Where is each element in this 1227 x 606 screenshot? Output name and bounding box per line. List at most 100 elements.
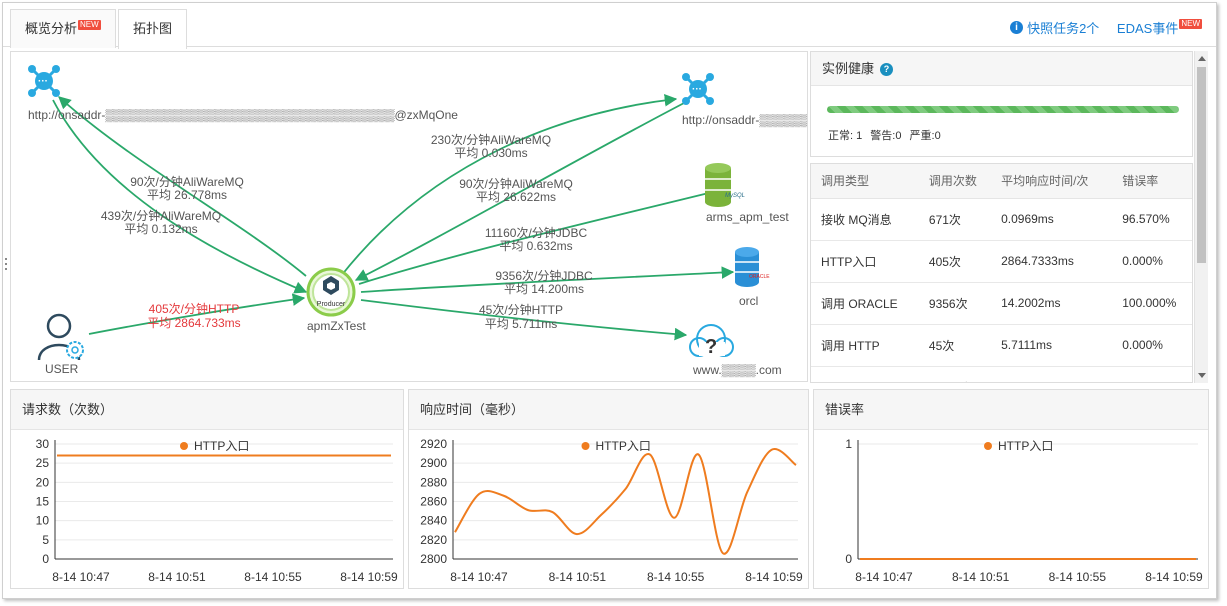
- mysql-label: arms_apm_test: [706, 210, 789, 224]
- snapshot-tasks-link[interactable]: 快照任务2个: [1027, 21, 1100, 36]
- mq-left-node[interactable]: ···: [28, 65, 60, 97]
- table-row[interactable]: 调用 HTTP 45次 5.7111ms 0.000%: [811, 324, 1192, 367]
- scroll-up-arrow-icon[interactable]: [1198, 56, 1206, 61]
- response-time-chart-title: 响应时间（毫秒）: [409, 390, 808, 430]
- edge-label-rate: 230次/分钟AliWareMQ: [431, 132, 551, 147]
- legend-label: HTTP入口: [998, 439, 1053, 453]
- edge-jdbc-oracle: [360, 266, 735, 293]
- health-warning-count: 警告:0: [870, 130, 902, 142]
- scroll-down-arrow-icon[interactable]: [1198, 373, 1206, 378]
- cell-count: 9356次: [918, 282, 992, 325]
- edge-label-rate: 11160次/分钟JDBC: [485, 225, 588, 240]
- mysql-db-node[interactable]: MySQL: [705, 163, 745, 207]
- edge-label-rate: 90次/分钟AliWareMQ: [130, 174, 244, 189]
- oracle-label: orcl: [739, 294, 758, 308]
- tab-topology-label: 拓扑图: [133, 21, 173, 36]
- table-row[interactable]: 接收 MQ消息 671次 0.0969ms 96.570%: [811, 198, 1192, 241]
- table-row[interactable]: 调用 MYSQL 11160次 0.6324ms 91.040%: [811, 366, 1192, 382]
- svg-text:MySQL: MySQL: [725, 193, 745, 199]
- cell-count: 45次: [918, 324, 992, 367]
- x-tick-label: 8-14 10:47: [855, 570, 913, 584]
- edge-label-avg: 平均 26.622ms: [476, 190, 556, 204]
- edge-label-rate: 405次/分钟HTTP: [149, 301, 240, 316]
- x-tick-label: 8-14 10:59: [340, 570, 398, 584]
- scroll-thumb[interactable]: [1197, 67, 1206, 263]
- app-center-node[interactable]: Producer: [306, 267, 356, 317]
- legend-label: HTTP入口: [596, 439, 651, 453]
- user-label: USER: [45, 362, 79, 376]
- y-tick-label: 20: [36, 475, 50, 489]
- edge-label-avg: 平均 26.778ms: [147, 188, 227, 202]
- svg-text:ORACLE: ORACLE: [749, 274, 770, 280]
- info-icon: i: [1010, 21, 1024, 34]
- mq-right-node[interactable]: ···: [682, 73, 714, 105]
- edge-mq-right-out: [340, 94, 678, 277]
- y-tick-label: 30: [36, 437, 50, 451]
- legend-marker: [581, 442, 590, 450]
- instance-health-title: 实例健康?: [811, 52, 1192, 86]
- topology-graph[interactable]: ··· http://onsaddr-▒▒▒▒▒▒▒▒▒▒▒▒▒▒▒▒▒▒▒▒▒…: [11, 52, 808, 382]
- call-stats-panel: 调用类型 调用次数 平均响应时间/次 错误率 接收 MQ消息 671次 0.09…: [810, 163, 1193, 383]
- cell-error: 0.000%: [1112, 240, 1192, 283]
- col-header-type: 调用类型: [811, 164, 919, 199]
- mq-left-label: http://onsaddr-▒▒▒▒▒▒▒▒▒▒▒▒▒▒▒▒▒▒▒▒▒▒▒▒▒…: [28, 108, 458, 122]
- cell-count: 11160次: [918, 366, 992, 382]
- edge-label-avg: 平均 0.132ms: [124, 222, 197, 236]
- call-stats-table: 调用类型 调用次数 平均响应时间/次 错误率 接收 MQ消息 671次 0.09…: [811, 164, 1192, 382]
- x-tick-label: 8-14 10:55: [647, 570, 705, 584]
- edge-http-in: [88, 293, 306, 335]
- x-tick-label: 8-14 10:59: [745, 570, 803, 584]
- collapse-handle[interactable]: [3, 255, 9, 279]
- right-panel-scrollbar[interactable]: [1194, 51, 1208, 383]
- http-service-node[interactable]: ?: [689, 324, 734, 358]
- cloud-question-icon: ?: [689, 324, 734, 358]
- x-tick-label: 8-14 10:55: [244, 570, 302, 584]
- y-tick-label: 0: [845, 552, 852, 566]
- cell-avg: 5.7111ms: [991, 324, 1113, 367]
- series-line: [454, 448, 797, 555]
- y-tick-label: 0: [42, 552, 49, 566]
- health-progress-bar: [827, 106, 1179, 113]
- table-row[interactable]: HTTP入口 405次 2864.7333ms 0.000%: [811, 240, 1192, 283]
- edge-label-avg: 平均 5.711ms: [485, 317, 557, 331]
- cell-error: 96.570%: [1112, 198, 1192, 241]
- center-role-label: Producer: [317, 301, 346, 308]
- instance-health-title-text: 实例健康: [822, 61, 875, 76]
- cell-type: 接收 MQ消息: [811, 198, 919, 241]
- table-row[interactable]: 调用 ORACLE 9356次 14.2002ms 100.000%: [811, 282, 1192, 325]
- tab-topology[interactable]: 拓扑图: [118, 9, 188, 49]
- y-tick-label: 2860: [420, 495, 447, 509]
- edge-jdbc-mysql: [358, 186, 723, 285]
- cell-error: 0.000%: [1112, 324, 1192, 367]
- cell-avg: 2864.7333ms: [991, 240, 1113, 283]
- error-rate-chart-title: 错误率: [814, 390, 1208, 430]
- oracle-db-node[interactable]: ORACLE: [735, 247, 770, 287]
- cell-count: 405次: [918, 240, 992, 283]
- cell-error: 91.040%: [1112, 366, 1192, 382]
- y-tick-label: 2840: [420, 514, 447, 528]
- edas-events-link[interactable]: EDAS事件: [1116, 21, 1179, 36]
- svg-text:···: ···: [38, 76, 48, 87]
- user-node[interactable]: [37, 313, 84, 361]
- edge-label-rate: 90次/分钟AliWareMQ: [459, 176, 573, 191]
- requests-chart-title: 请求数（次数）: [11, 390, 403, 430]
- edge-label-avg: 平均 0.030ms: [454, 146, 527, 160]
- edge-label-avg: 平均 0.632ms: [499, 239, 572, 253]
- topology-panel[interactable]: ··· http://onsaddr-▒▒▒▒▒▒▒▒▒▒▒▒▒▒▒▒▒▒▒▒▒…: [10, 51, 808, 382]
- y-tick-label: 2800: [420, 552, 447, 566]
- tab-overview-label: 概览分析: [25, 21, 78, 36]
- http-service-label: www.▒▒▒▒.com: [692, 363, 782, 377]
- app-cube-icon: [323, 276, 339, 295]
- help-icon[interactable]: ?: [880, 63, 894, 77]
- x-tick-label: 8-14 10:47: [450, 570, 508, 584]
- x-tick-label: 8-14 10:59: [1145, 570, 1203, 584]
- cell-type: HTTP入口: [811, 240, 919, 283]
- x-tick-label: 8-14 10:55: [1049, 570, 1107, 584]
